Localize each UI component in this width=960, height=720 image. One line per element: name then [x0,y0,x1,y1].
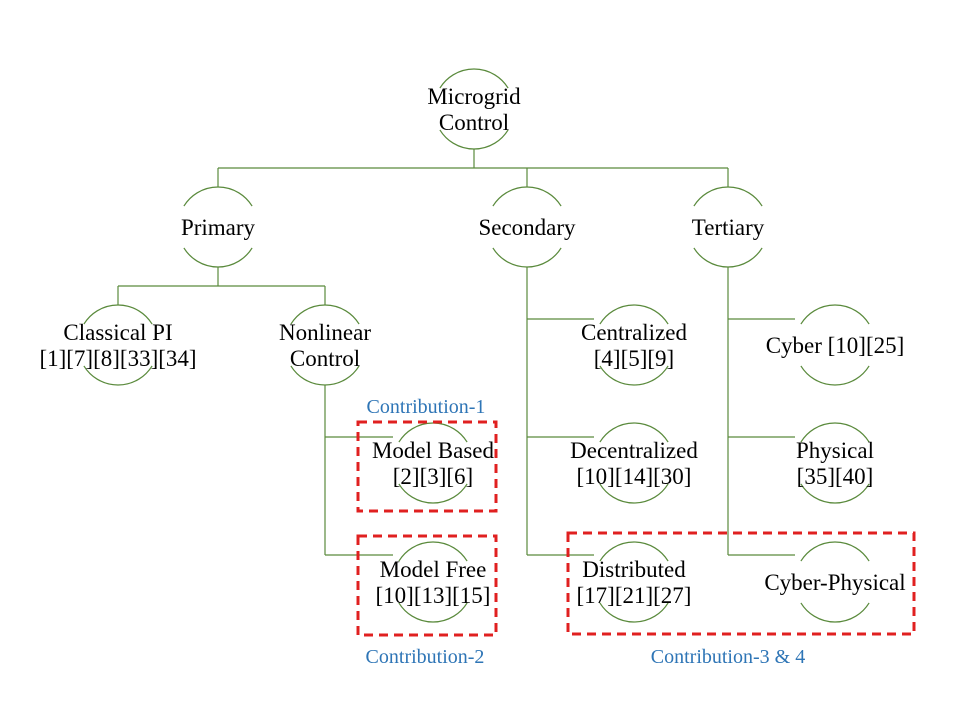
node-physical-line: [35][40] [797,464,874,489]
node-model-free-line: Model Free [380,557,487,582]
node-primary-line: Primary [181,215,256,240]
node-cyber: Cyber [10][25] [766,333,905,358]
node-secondary-bottom-arc [492,247,562,268]
node-arc-decorations [83,68,870,623]
node-cyber-physical: Cyber-Physical [764,570,905,595]
node-physical: Physical[35][40] [796,438,874,489]
node-primary: Primary [181,215,256,240]
node-physical-bottom-arc [800,483,870,504]
node-model-based-line: [2][3][6] [393,464,473,489]
node-nonlinear-line: Nonlinear [279,320,371,345]
node-model-free: Model Free[10][13][15] [376,557,491,608]
node-decentralized: Decentralized[10][14][30] [570,438,698,489]
node-cyber-physical-line: Cyber-Physical [764,570,905,595]
node-model-free-top-arc [398,541,468,562]
node-decentralized-bottom-arc [599,483,669,504]
contribution-highlight-boxes [356,420,916,637]
contribution-2-label: Contribution-2 [366,646,485,668]
node-model-free-line: [10][13][15] [376,583,491,608]
node-centralized-top-arc [599,304,669,325]
node-root-bottom-arc [439,129,509,150]
node-root-top-arc [439,68,509,89]
node-root-line: Microgrid [427,84,521,109]
node-nonlinear-top-arc [290,304,360,325]
node-cyber-bottom-arc [800,365,870,386]
contribution-labels: Contribution-1 Contribution-2 Contributi… [366,396,806,668]
node-secondary-top-arc [492,186,562,207]
node-root-line: Control [439,110,509,135]
node-classical-pi-line: Classical PI [63,320,172,345]
model-free-highlight-box [356,534,498,637]
node-classical-pi-line: [1][7][8][33][34] [39,346,196,371]
node-decentralized-top-arc [599,422,669,443]
node-secondary: Secondary [478,215,576,240]
node-model-based-bottom-arc [398,483,468,504]
model-based-highlight-box [356,420,498,513]
node-classical-pi-top-arc [83,304,153,325]
contribution-3-and-4-label: Contribution-3 & 4 [651,646,805,668]
node-model-based: Model Based[2][3][6] [372,438,495,489]
node-distributed: Distributed[17][21][27] [577,557,692,608]
node-primary-top-arc [183,186,253,207]
node-distributed-line: Distributed [582,557,686,582]
node-distributed-bottom-arc [599,602,669,623]
node-model-free-bottom-arc [398,602,468,623]
node-tertiary-top-arc [693,186,763,207]
node-distributed-line: [17][21][27] [577,583,692,608]
node-classical-pi: Classical PI[1][7][8][33][34] [39,320,196,371]
node-physical-line: Physical [796,438,874,463]
node-cyber-line: Cyber [10][25] [766,333,905,358]
distributed-cyber-physical-highlight-box [566,531,916,636]
node-centralized-line: Centralized [581,320,688,345]
node-nonlinear-line: Control [290,346,360,371]
node-tertiary-line: Tertiary [692,215,765,240]
contribution-1-label: Contribution-1 [367,396,486,418]
node-nonlinear-bottom-arc [290,365,360,386]
node-cyber-top-arc [800,304,870,325]
node-secondary-line: Secondary [478,215,576,240]
node-decentralized-line: [10][14][30] [577,464,692,489]
node-model-based-line: Model Based [372,438,495,463]
node-tertiary: Tertiary [692,215,765,240]
connector-lines [117,149,795,556]
node-centralized-line: [4][5][9] [594,346,674,371]
node-decentralized-line: Decentralized [570,438,698,463]
node-physical-top-arc [800,422,870,443]
node-centralized-bottom-arc [599,365,669,386]
node-tertiary-bottom-arc [693,247,763,268]
node-primary-bottom-arc [183,247,253,268]
node-classical-pi-bottom-arc [83,365,153,386]
node-cyber-physical-bottom-arc [800,602,870,623]
node-distributed-top-arc [599,541,669,562]
node-cyber-physical-top-arc [800,541,870,562]
node-centralized: Centralized[4][5][9] [581,320,688,371]
